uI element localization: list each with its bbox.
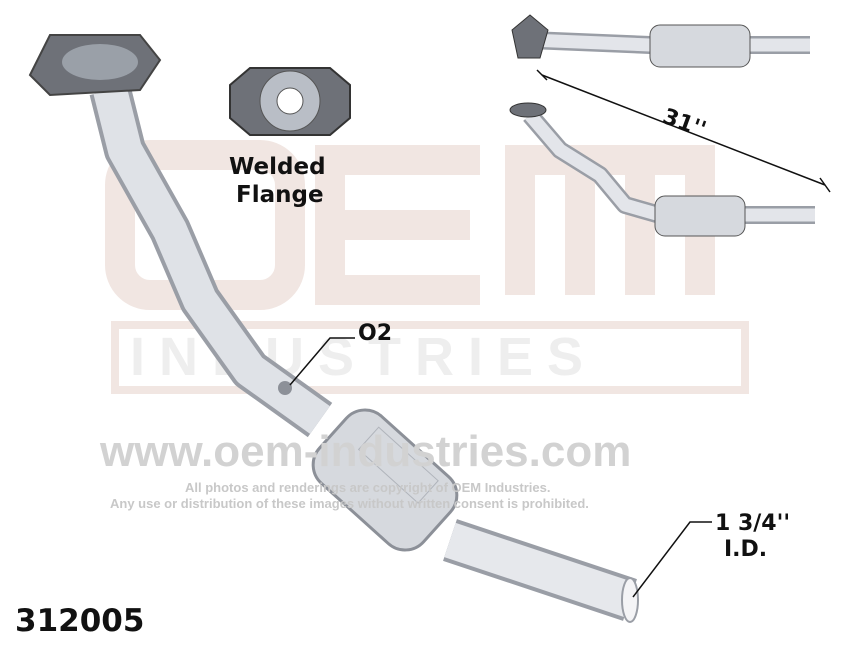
diameter-label-line1: 1 3/4'' [715,511,791,536]
flange-detail [229,67,351,136]
watermark-copyright-1: All photos and renderings are copyright … [185,480,551,495]
o2-sensor-label: O2 [358,321,393,346]
main-pipe [89,84,639,623]
flange-label-line1: Welded [229,154,326,180]
flange-label-line2: Flange [236,182,324,208]
leader-lines [289,337,712,598]
o2-bung [278,381,292,395]
watermark-copyright-2: Any use or distribution of these images … [110,496,589,511]
part-number: 312005 [15,603,145,639]
watermark-url: www.oem-industries.com [100,427,632,476]
main-flange [28,34,162,97]
side-view-rendering [509,102,815,237]
top-view-rendering [511,14,810,68]
catalytic-converter [311,408,459,552]
dimension-line [536,69,831,193]
diameter-label-line2: I.D. [724,537,768,562]
